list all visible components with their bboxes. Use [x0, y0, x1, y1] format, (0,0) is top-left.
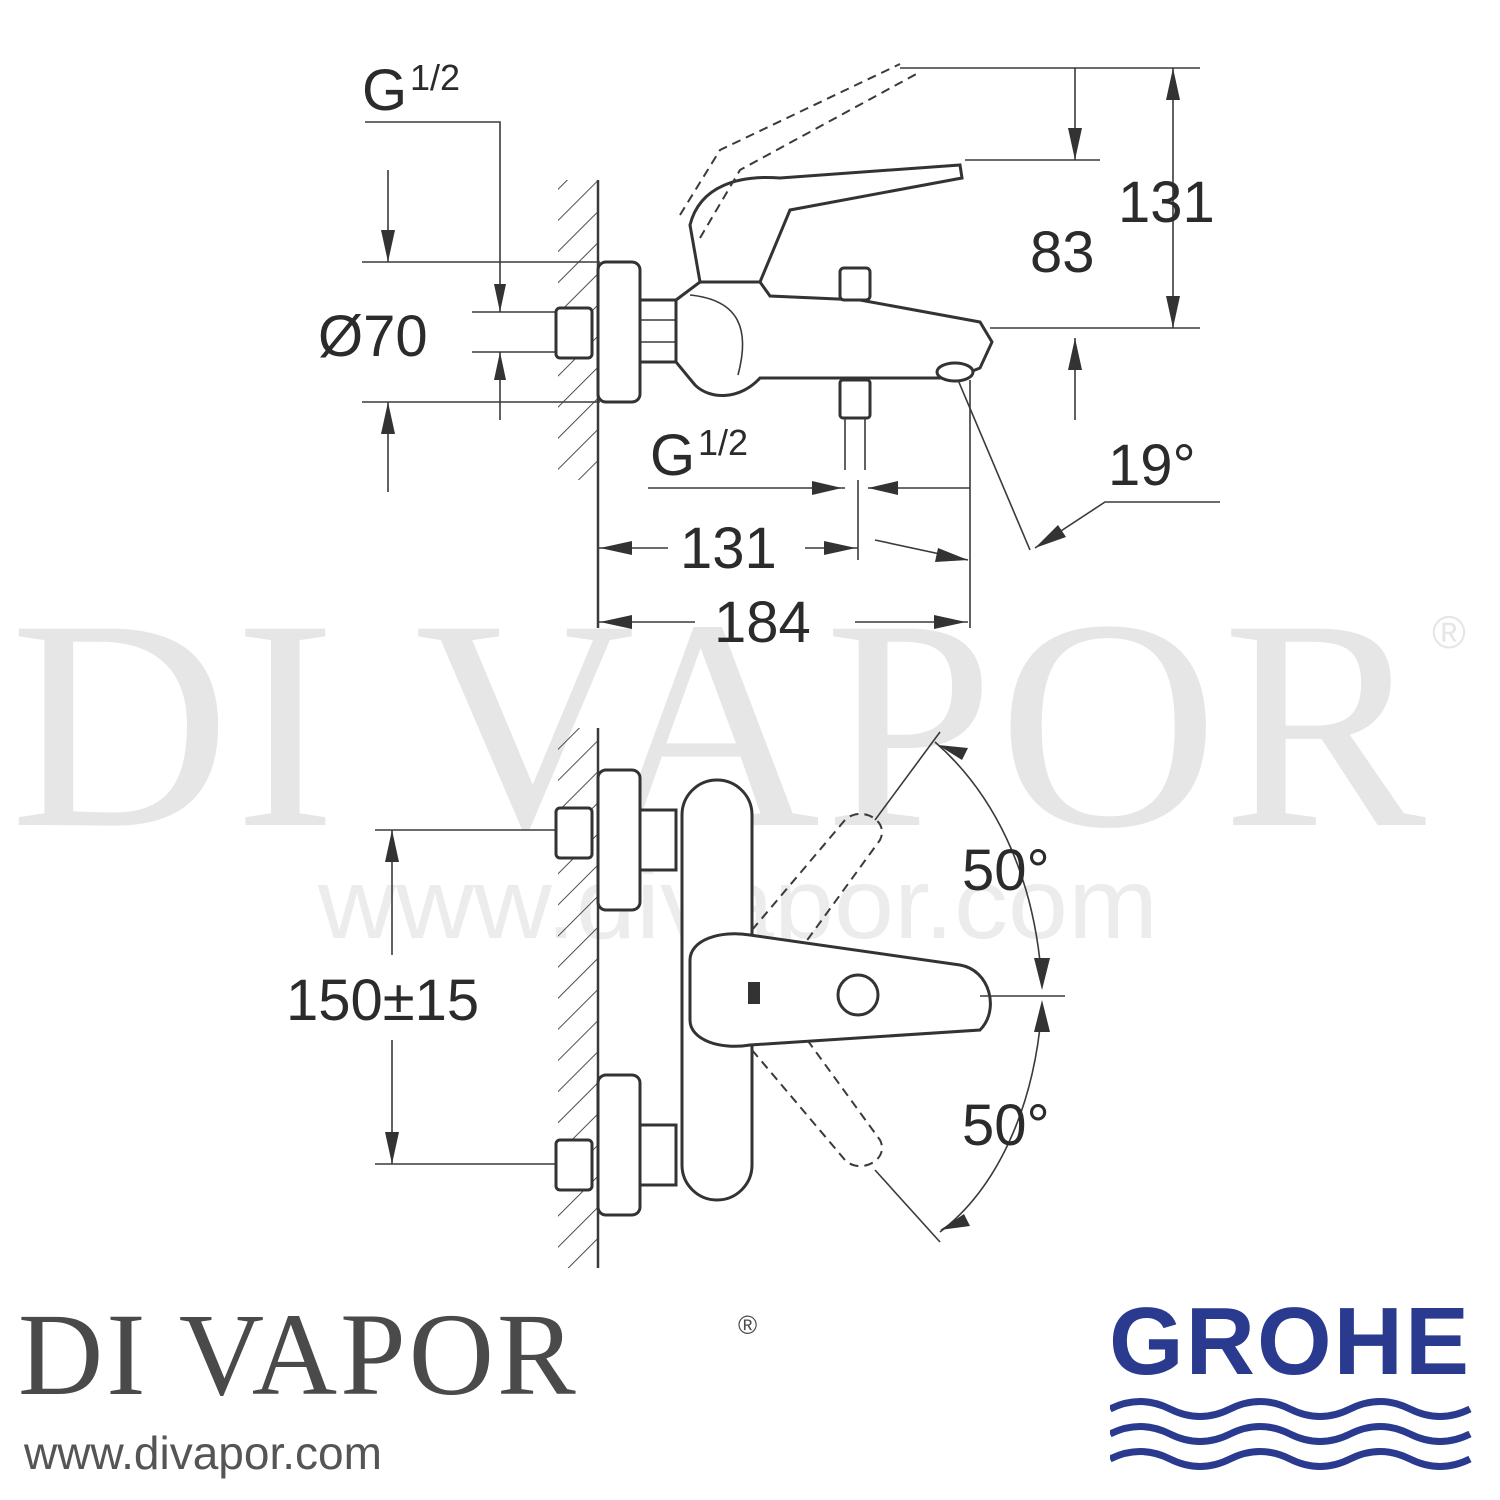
g-bottom-arrow-left: [812, 481, 842, 495]
angle-19: 19°: [1108, 433, 1196, 498]
dim-131-arrow-top: [1166, 68, 1180, 100]
dim-131-arrow-bottom: [1166, 296, 1180, 328]
angle-down-arrow-start: [1034, 1000, 1050, 1032]
lever-up-position: [751, 813, 883, 951]
divapor-logo: DI VAPOR ® www.divapor.com: [18, 1296, 778, 1496]
dim-184: 184: [714, 590, 811, 655]
diverter-knob: [838, 266, 872, 302]
angle-up-arrow-start: [938, 745, 968, 760]
hose-nut: [838, 378, 872, 420]
dim-83-arrow-bottom: [1068, 338, 1082, 370]
angle-down-arc: [939, 1004, 1043, 1233]
dim-131-width: 131: [680, 516, 777, 581]
watermark-registered: ®: [1432, 606, 1466, 658]
spacing-arrow-bottom: [385, 1132, 399, 1164]
nut-bottom-inner: [638, 1123, 678, 1187]
body-curve: [689, 294, 744, 376]
indicator-slot: [748, 982, 760, 1004]
divapor-brand: DI VAPOR: [18, 1289, 579, 1420]
dim-83-arrow-top: [1068, 128, 1082, 160]
angle-19-arrow: [1035, 525, 1066, 548]
dim-184-arrow-right: [934, 615, 966, 629]
dim-131-height: 131: [1118, 170, 1215, 235]
dia-arrow-bottom: [381, 402, 395, 434]
side-view: G 1/2 Ø70: [318, 57, 1220, 655]
dim-131w-arrow-angled: [935, 548, 968, 562]
angle-up-arrow-end: [1034, 958, 1050, 990]
lever-raised-b: [699, 71, 921, 239]
divapor-registered: ®: [738, 1310, 758, 1340]
dim-131w-arrow-left: [600, 541, 632, 555]
spacing-label: 150±15: [286, 968, 479, 1033]
spout-outlet: [935, 361, 975, 383]
mixer-body: [674, 280, 994, 397]
flange-bottom: [596, 1073, 642, 1217]
angle-down-ext: [874, 1169, 941, 1243]
angle-up-label: 50°: [962, 838, 1050, 903]
spacing-arrow-top: [385, 830, 399, 862]
connector-nut: [638, 298, 678, 364]
angle-down-label: 50°: [962, 1093, 1050, 1158]
front-view: 150±15 50° 50°: [286, 728, 1065, 1268]
angle-up-arc: [934, 741, 1043, 986]
nut-top-inner: [638, 808, 678, 872]
grohe-logo: GROHE: [1090, 1294, 1490, 1484]
wall-nut: [554, 306, 594, 360]
dim-131w-arrow-right: [824, 541, 856, 555]
lever-cap: [836, 973, 880, 1017]
g-top-label: G: [362, 58, 407, 123]
nut-bottom-outer: [554, 1138, 594, 1192]
nut-top-outer: [554, 806, 594, 860]
dim-83: 83: [1030, 220, 1095, 285]
g-top-leader: [365, 121, 501, 262]
diameter-label: Ø70: [318, 304, 428, 369]
g-top-fraction: 1/2: [410, 57, 460, 98]
g-bottom-arrow-right: [868, 481, 898, 495]
g-arrow-b: [494, 352, 506, 380]
angle-up-ext: [874, 731, 941, 821]
angle-19-line: [957, 379, 1031, 551]
lever: [688, 163, 964, 284]
flange-top: [596, 768, 642, 912]
dia-arrow-top: [381, 230, 395, 262]
angle-19-leader: [1034, 501, 1220, 549]
divapor-url: www.divapor.com: [24, 1427, 382, 1479]
g-bottom-label: G: [650, 423, 695, 488]
lever-down-position: [751, 1029, 883, 1167]
wall-flange: [596, 260, 642, 404]
g-bottom-fraction: 1/2: [698, 422, 748, 463]
lever-raised-a: [679, 63, 901, 216]
g-arrow-a: [494, 284, 506, 312]
grohe-waves-icon: [1110, 1398, 1472, 1470]
grohe-wordmark: GROHE: [1108, 1288, 1472, 1395]
angle-down-arrow-end: [940, 1214, 970, 1230]
dim-184-arrow-left: [600, 615, 632, 629]
